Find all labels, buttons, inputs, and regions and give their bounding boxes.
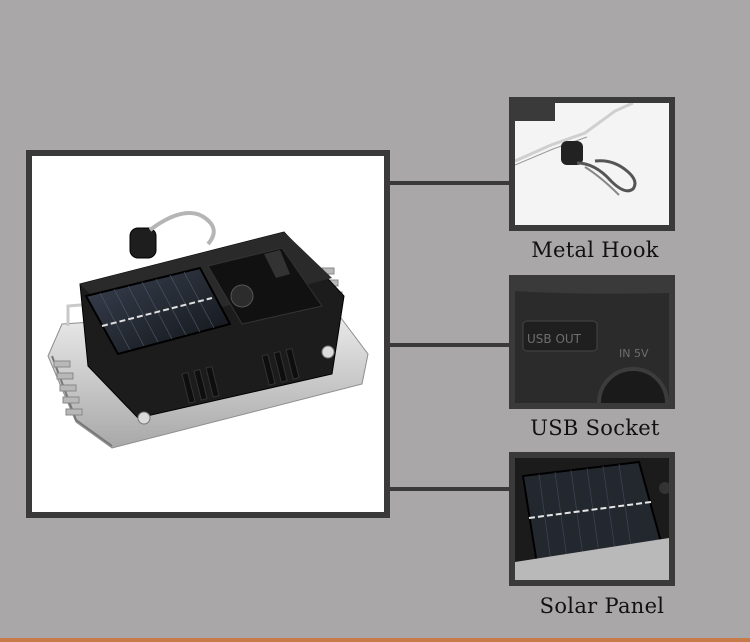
usb-out-label: USB OUT [527,332,582,346]
usb-socket-caption: USB Socket [530,416,660,440]
bottom-accent-line [0,638,750,642]
metal-hook-thumbnail [509,97,675,231]
usb-socket-image: USB OUT IN 5V [515,281,669,403]
main-product-frame [26,150,390,518]
solar-panel-caption: Solar Panel [539,594,665,618]
metal-hook-caption: Metal Hook [531,238,659,262]
connector-line-hook [390,181,509,185]
solar-panel-thumbnail [509,452,675,586]
in-5v-label: IN 5V [619,347,649,360]
solar-lamp-image [32,156,384,512]
metal-hook-image [515,103,669,225]
connector-line-solar [390,487,509,491]
usb-socket-thumbnail: USB OUT IN 5V [509,275,675,409]
connector-line-usb [390,343,509,347]
solar-panel-image [515,458,669,580]
